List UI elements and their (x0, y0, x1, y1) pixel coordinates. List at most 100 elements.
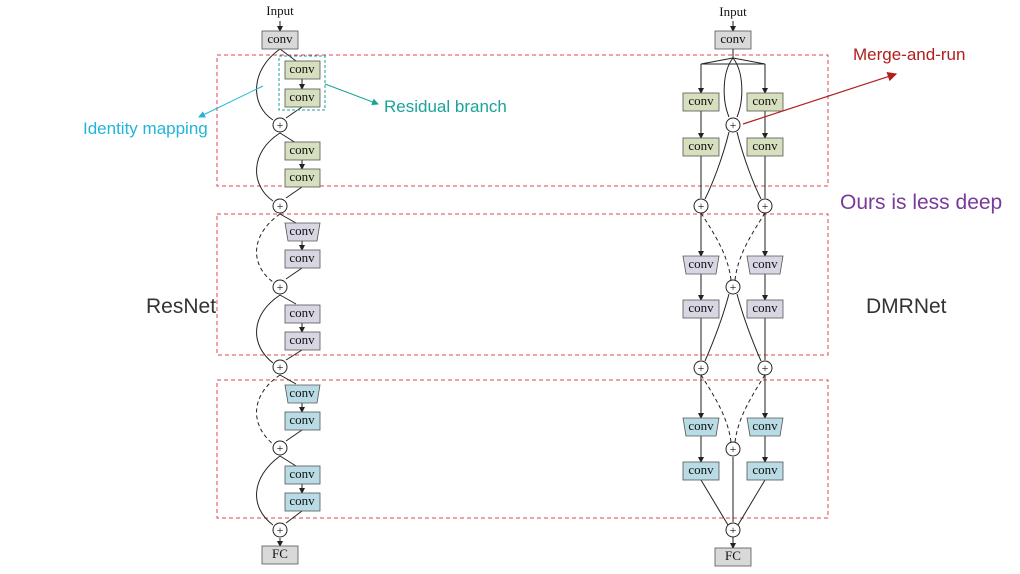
resnet-add-1 (272, 117, 288, 133)
resnet-fc (261, 545, 299, 565)
resnet-add-5 (272, 440, 288, 456)
resnet-conv-4a (284, 304, 321, 324)
resnet-add-4-label: + (277, 360, 284, 374)
dmrnet-add-2-left-label: + (698, 361, 705, 375)
dmrnet-add-2-right (757, 360, 773, 376)
dmrnet-conv-4-left (682, 299, 720, 319)
dmrnet-conv-6-left (682, 461, 720, 481)
dmrnet-merge-2 (725, 279, 741, 295)
dmrnet-add-final-label: + (730, 523, 737, 537)
resnet-conv-stem (261, 30, 299, 50)
dmrnet-add-2-left (693, 360, 709, 376)
resnet-conv-2a (284, 141, 321, 161)
resnet-conv-6a (284, 465, 321, 485)
dmrnet-merge-1 (725, 117, 741, 133)
dmrnet-conv-5-right-label: conv (752, 418, 778, 433)
resnet-add-6-label: + (277, 523, 284, 537)
dmrnet-fc-label: FC (725, 548, 741, 563)
identity-mapping-label: Identity mapping (83, 119, 208, 138)
dmrnet-conv-2-right (746, 137, 784, 157)
merge-and-run-label: Merge-and-run (853, 45, 965, 64)
dmrnet-merge-1-label: + (730, 118, 737, 132)
resnet-conv-4b (284, 331, 321, 351)
resnet-conv-6b-label: conv (289, 493, 315, 508)
dmrnet-add-1-right (757, 198, 773, 214)
dmrnet-conv-5-left (682, 417, 720, 437)
dmrnet-diagram: Input conv conv conv + conv conv + + con… (682, 4, 784, 567)
resnet-model-label: ResNet (146, 295, 216, 318)
resnet-conv-3b-label: conv (289, 250, 315, 265)
resnet-conv-2b (284, 168, 321, 188)
dmrnet-conv-3-left (682, 255, 720, 275)
resnet-conv-1a-label: conv (289, 61, 315, 76)
resnet-input-label: Input (266, 3, 294, 18)
dmrnet-conv-5-right (746, 417, 784, 437)
residual-branch-arrow (324, 83, 379, 106)
dmrnet-merge-2-label: + (730, 280, 737, 294)
dmrnet-conv-1-left (682, 92, 720, 112)
dmrnet-input-label: Input (719, 4, 747, 19)
dmrnet-edges (698, 21, 768, 549)
resnet-add-2-label: + (277, 199, 284, 213)
residual-branch-highlight (278, 55, 326, 111)
residual-branch-label: Residual branch (384, 97, 507, 116)
resnet-conv-5a-label: conv (289, 385, 315, 400)
dmrnet-merge-3-label: + (730, 442, 737, 456)
dmrnet-conv-4-right-label: conv (752, 300, 778, 315)
resnet-add-1-label: + (277, 118, 284, 132)
dmrnet-conv-2-left (682, 137, 720, 157)
resnet-conv-2b-label: conv (289, 169, 315, 184)
resnet-add-6 (272, 522, 288, 538)
resnet-add-4 (272, 359, 288, 375)
dmrnet-add-1-left (693, 198, 709, 214)
resnet-conv-5a (284, 384, 321, 404)
resnet-conv-6b (284, 492, 321, 512)
resnet-conv-5b-label: conv (289, 412, 315, 427)
resnet-add-3 (272, 279, 288, 295)
resnet-conv-4a-label: conv (289, 305, 315, 320)
dmrnet-conv-5-left-label: conv (688, 418, 714, 433)
dmrnet-add-1-left-label: + (698, 199, 705, 213)
dmrnet-conv-6-left-label: conv (688, 462, 714, 477)
resnet-conv-2a-label: conv (289, 142, 315, 157)
resnet-conv-3b (284, 249, 321, 269)
identity-mapping-arrow (198, 85, 264, 118)
dmrnet-model-label: DMRNet (866, 295, 947, 318)
resnet-add-3-label: + (277, 280, 284, 294)
dmrnet-conv-3-right (746, 255, 784, 275)
dmrnet-conv-6-right-label: conv (752, 462, 778, 477)
dmrnet-add-final (725, 522, 741, 538)
dmrnet-add-2-right-label: + (762, 361, 769, 375)
dmrnet-conv-1-right-label: conv (752, 93, 778, 108)
dmrnet-conv-1-left-label: conv (688, 93, 714, 108)
resnet-conv-3a-label: conv (289, 223, 315, 238)
dmrnet-conv-stem-label: conv (720, 31, 746, 46)
stage-boxes (216, 54, 829, 519)
dmrnet-conv-4-left-label: conv (688, 300, 714, 315)
dmrnet-conv-3-left-label: conv (688, 256, 714, 271)
resnet-edges (256, 21, 305, 547)
resnet-conv-1b (284, 88, 321, 108)
resnet-add-2 (272, 198, 288, 214)
dmrnet-fc (714, 547, 752, 567)
dmrnet-conv-3-right-label: conv (752, 256, 778, 271)
resnet-conv-stem-label: conv (267, 31, 293, 46)
resnet-add-5-label: + (277, 441, 284, 455)
resnet-conv-1a (284, 60, 321, 80)
merge-and-run-arrow (742, 72, 898, 125)
resnet-conv-6a-label: conv (289, 466, 315, 481)
stage-2-box (216, 213, 829, 356)
resnet-fc-label: FC (272, 546, 288, 561)
ours-less-deep-label: Ours is less deep (840, 191, 1002, 214)
dmrnet-add-1-right-label: + (762, 199, 769, 213)
dmrnet-conv-stem (714, 30, 752, 50)
dmrnet-conv-6-right (746, 461, 784, 481)
dmrnet-conv-2-right-label: conv (752, 138, 778, 153)
resnet-conv-4b-label: conv (289, 332, 315, 347)
resnet-conv-3a (284, 222, 321, 242)
dmrnet-merge-3 (725, 441, 741, 457)
resnet-conv-1b-label: conv (289, 89, 315, 104)
dmrnet-conv-1-right (746, 92, 784, 112)
dmrnet-conv-4-right (746, 299, 784, 319)
dmrnet-conv-2-left-label: conv (688, 138, 714, 153)
